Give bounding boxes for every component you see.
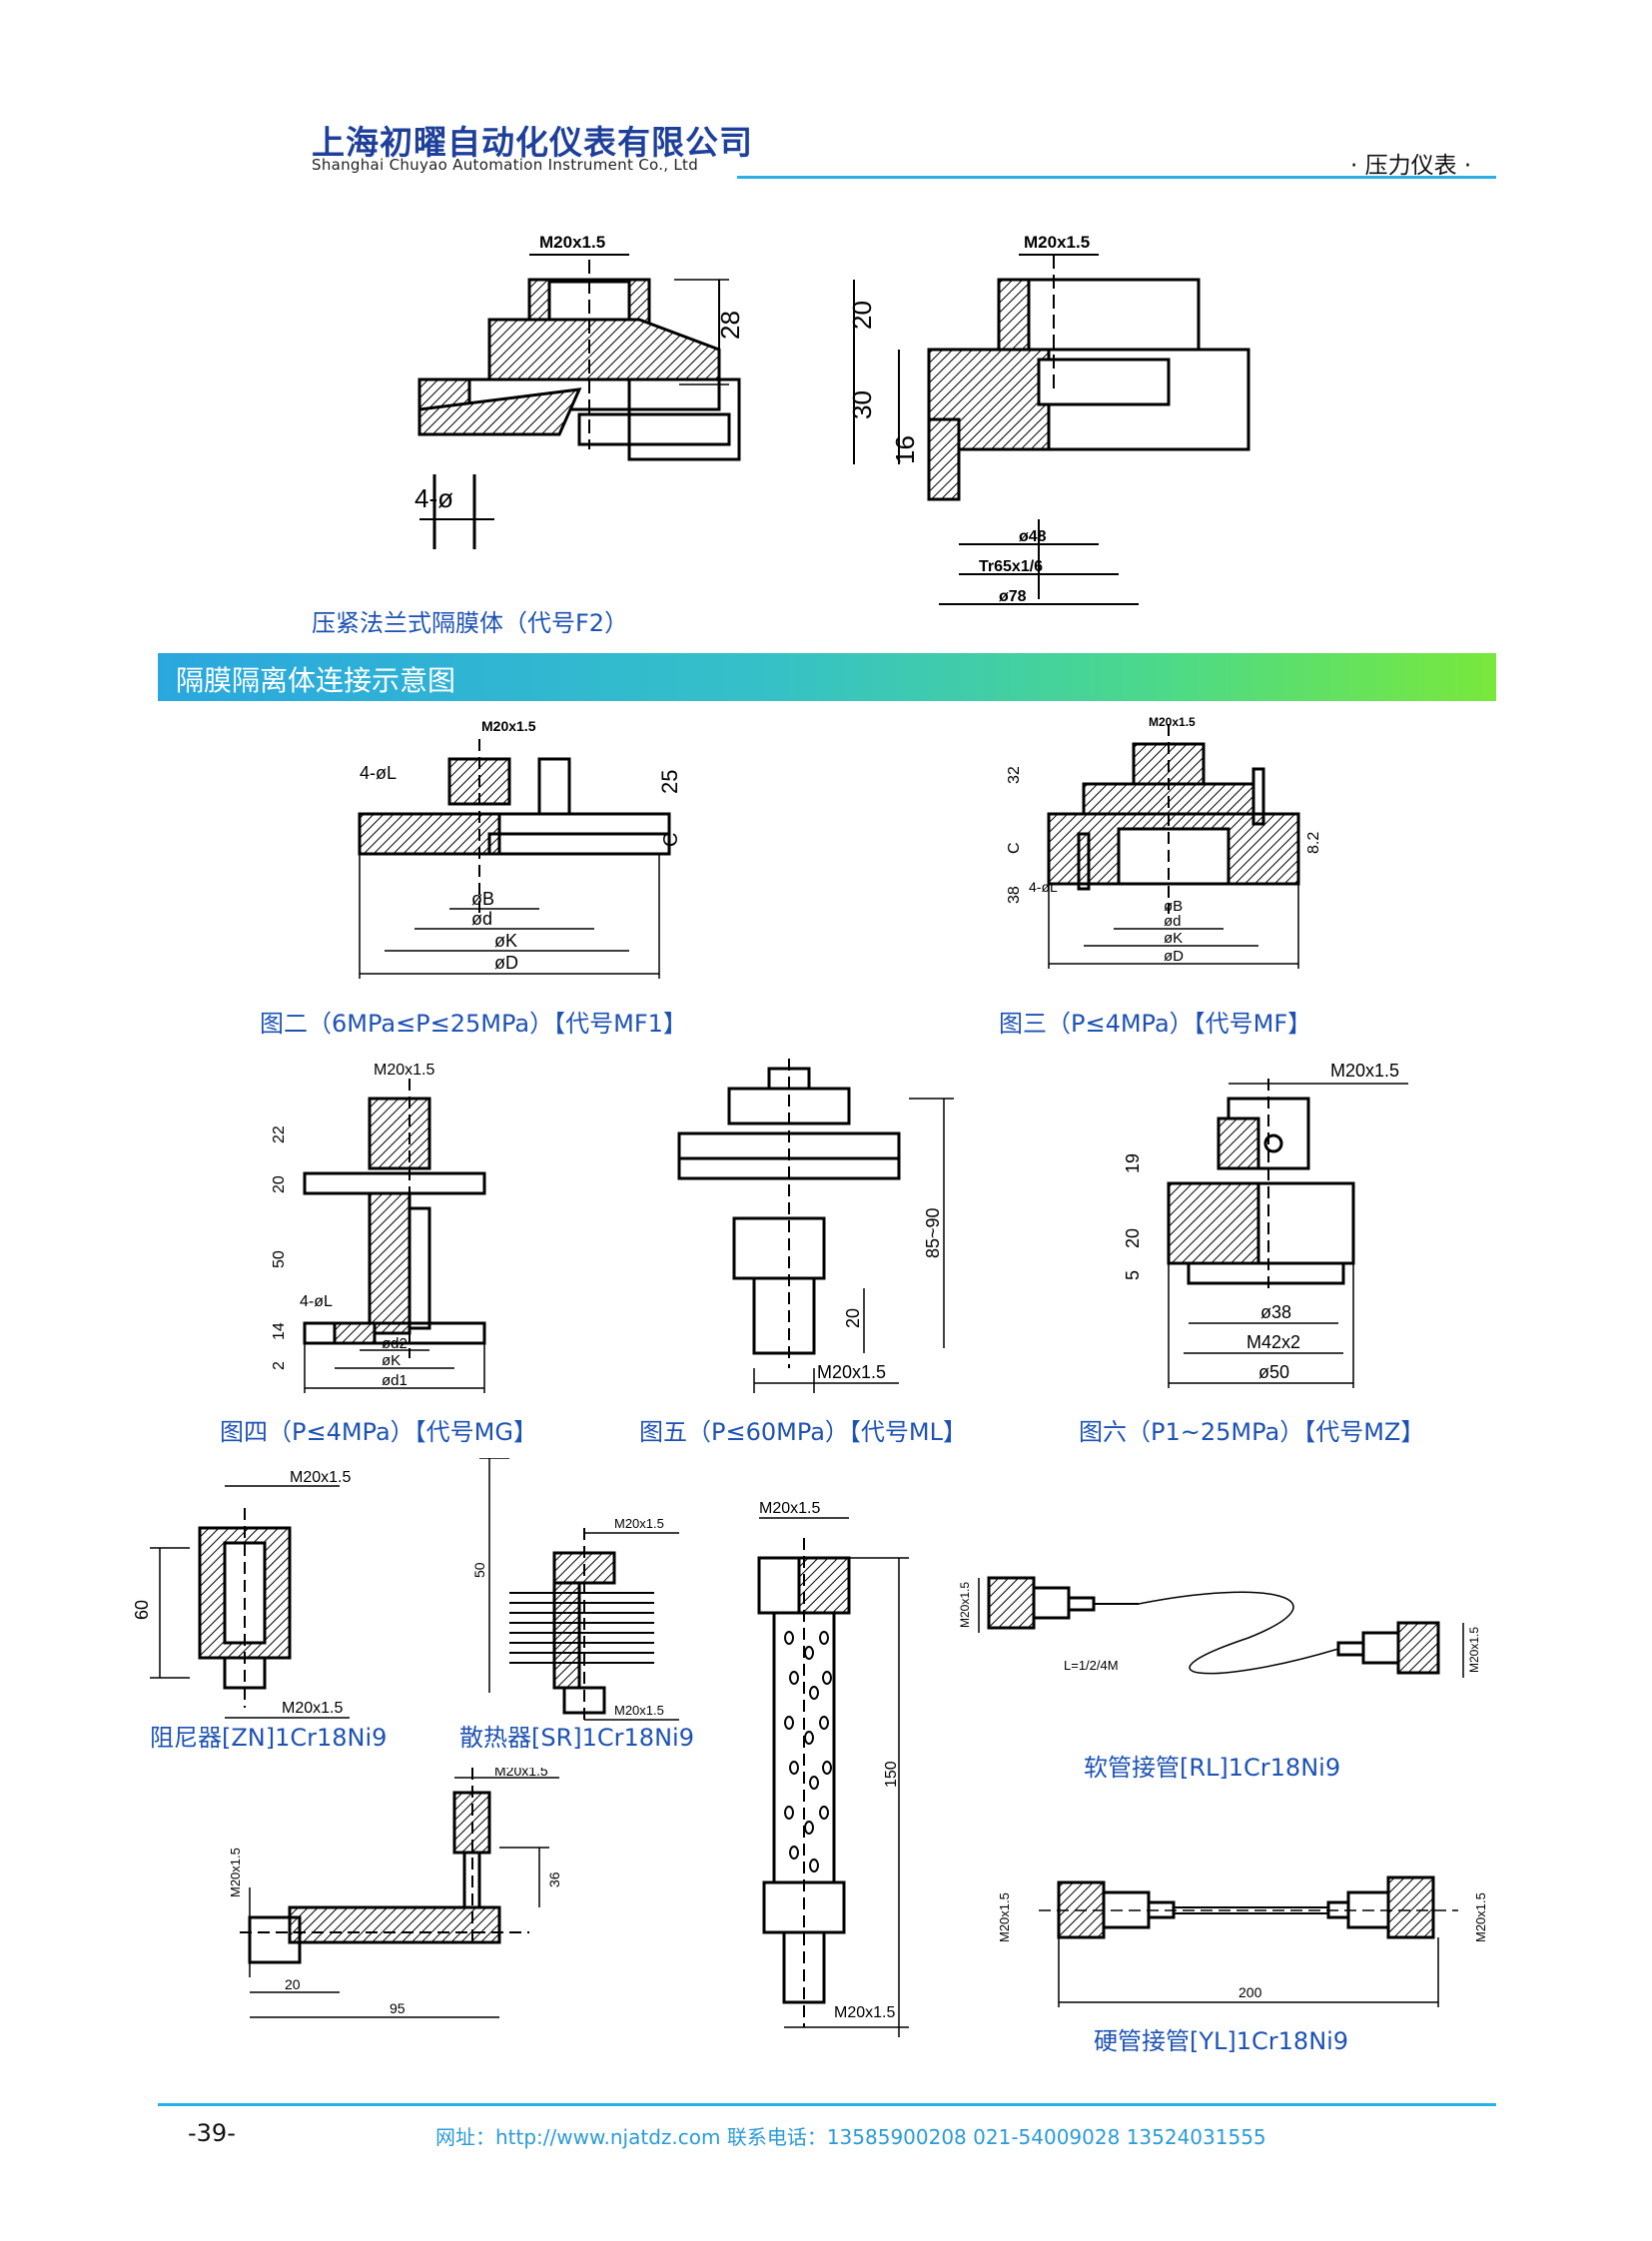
dim-50: ø50 (1258, 1362, 1289, 1382)
dim-k: øK (382, 1352, 401, 1369)
caption-fig3: 图三（P≤4MPa）【代号MF】 (999, 1010, 1312, 1038)
fig2-drawing: M20x1.5 4-øL 25 C øB ød øK øD (358, 719, 682, 979)
dim-d: ød (471, 909, 492, 929)
dim-d1: ød1 (382, 1372, 408, 1389)
dim-thread-left: M20x1.5 (230, 1848, 243, 1897)
dim-50: 50 (271, 1250, 288, 1268)
dim-thread: M20x1.5 (614, 1516, 664, 1531)
dim-diameter-78: ø78 (999, 588, 1027, 605)
dim-d: ød (1164, 913, 1182, 930)
dim-thread: M20x1.5 (1330, 1061, 1399, 1081)
caption-fig2: 图二（6MPa≤P≤25MPa）【代号MF1】 (260, 1010, 687, 1038)
fig6-drawing: M20x1.5 19 20 5 ø38 M42x2 ø50 (1123, 1061, 1408, 1388)
dim-b: øB (1164, 898, 1183, 915)
dim-thread: M20x1.5 (539, 233, 605, 252)
dim-height: 28 (715, 311, 745, 340)
dim-b: øB (471, 889, 494, 909)
dim-thread-right: M20x1.5 (1473, 1892, 1488, 1942)
dim-top-height: 20 (847, 301, 877, 330)
dim-38: ø38 (1260, 1302, 1291, 1322)
company-name-en: Shanghai Chuyao Automation Instrument Co… (312, 156, 699, 174)
caption-fig6: 图六（P1~25MPa）【代号MZ】 (1079, 1418, 1425, 1446)
dim-thread: M20x1.5 (374, 1062, 434, 1079)
rigid-connector-drawing: M20x1.5 200 M20x1.5 (997, 1875, 1488, 2007)
caption-damper: 阻尼器[ZN]1Cr18Ni9 (150, 1724, 388, 1752)
dim-thread: M20x1.5 (834, 2004, 895, 2021)
dim-20: 20 (271, 1175, 288, 1193)
long-pipe-drawing: M20x1.5 150 M20x1.5 (757, 1500, 909, 2037)
dim-c: C (1006, 842, 1023, 854)
dim-85-90: 85~90 (923, 1207, 943, 1258)
dim-d-outer: øD (494, 953, 518, 973)
header-category: · 压力仪表 · (1350, 153, 1472, 179)
header-rule (737, 176, 1496, 179)
dim-thread: M20x1.5 (817, 1362, 886, 1382)
dim-thread-left: M20x1.5 (997, 1892, 1012, 1942)
company-name-cn: 上海初曜自动化仪表有限公司 (312, 123, 753, 162)
dim-2: 2 (271, 1361, 288, 1370)
caption-hose: 软管接管[RL]1Cr18Ni9 (1084, 1754, 1341, 1782)
dim-c: C (660, 833, 682, 847)
radiator-drawing: M20x1.5 50 M20x1.5 (471, 1458, 679, 1723)
dim-60: 60 (132, 1600, 152, 1620)
dim-95: 95 (390, 2000, 406, 2016)
dim-14: 14 (271, 1322, 288, 1340)
dim-holes: 4-ø (414, 483, 453, 513)
dim-diameter-48: ø48 (1019, 528, 1047, 545)
section-title: 隔膜隔离体连接示意图 (176, 664, 456, 697)
dim-thread: M20x1.5 (759, 1500, 820, 1517)
dim-20: 20 (843, 1308, 863, 1328)
dim-20: 20 (285, 1976, 301, 1992)
dim-d-outer: øD (1164, 948, 1184, 965)
dim-thread-left: M20x1.5 (958, 1582, 972, 1628)
dim-k: øK (494, 931, 517, 951)
dim-mid-height: 30 (847, 390, 877, 419)
flange-diaphragm-drawing: M20x1.5 28 4-ø 20 30 16 M20x1.5 ø48 Tr65… (414, 233, 1250, 605)
caption-f2: 压紧法兰式隔膜体（代号F2） (312, 609, 629, 637)
footer-rule (158, 2103, 1496, 2106)
fig4-drawing: M20x1.5 22 20 50 4-øL 14 2 ød2 øK ød1 (271, 1062, 486, 1393)
footer-contact: 网址：http://www.njatdz.com 联系电话：1358590020… (435, 2125, 1266, 2149)
caption-fig5: 图五（P≤60MPa）【代号ML】 (639, 1418, 968, 1446)
fig5-drawing: 85~90 20 M20x1.5 (677, 1059, 954, 1393)
dim-base-height: 16 (890, 435, 920, 464)
dim-thread: M20x1.5 (481, 719, 536, 734)
dim-38: 38 (1006, 886, 1023, 904)
dim-5: 5 (1123, 1270, 1143, 1280)
dim-m42: M42x2 (1246, 1332, 1300, 1352)
dim-36: 36 (546, 1871, 562, 1887)
fig3-drawing: M20x1.5 32 C 38 4-øL 8.2 øB ød øK øD (1006, 715, 1322, 969)
dim-200: 200 (1239, 1984, 1262, 2000)
dim-25: 25 (657, 770, 682, 794)
dim-32: 32 (1006, 766, 1023, 784)
dim-22: 22 (271, 1125, 288, 1143)
dim-length: L=1/2/4M (1064, 1658, 1119, 1673)
dim-holes: 4-øL (1029, 879, 1058, 895)
caption-rigid: 硬管接管[YL]1Cr18Ni9 (1094, 2027, 1349, 2055)
dim-19: 19 (1123, 1153, 1143, 1173)
page-number: -39- (188, 2119, 236, 2147)
dim-holes: 4-øL (300, 1293, 333, 1310)
dim-150: 150 (883, 1761, 900, 1788)
dim-thread: M20x1.5 (614, 1703, 664, 1718)
dim-thread-tr65: Tr65x1/6 (979, 558, 1043, 575)
section-bar (158, 653, 1496, 701)
hose-connector-drawing: M20x1.5 L=1/2/4M M20x1.5 (958, 1576, 1481, 1678)
elbow-drawing: M20x1.5 M20x1.5 36 20 95 (230, 1768, 562, 2018)
dim-k: øK (1164, 930, 1183, 947)
dim-thread: M20x1.5 (290, 1469, 351, 1486)
dim-8-2: 8.2 (1305, 832, 1322, 854)
damper-drawing: M20x1.5 60 M20x1.5 (132, 1469, 351, 1719)
dim-20: 20 (1123, 1228, 1143, 1248)
caption-fig4: 图四（P≤4MPa）【代号MG】 (220, 1418, 537, 1446)
dim-thread: M20x1.5 (1024, 233, 1090, 252)
dim-d2: ød2 (382, 1335, 408, 1352)
dim-50: 50 (471, 1562, 487, 1578)
dim-thread-right: M20x1.5 (1467, 1627, 1481, 1673)
dim-thread-top: M20x1.5 (494, 1768, 548, 1779)
dim-thread: M20x1.5 (1149, 715, 1196, 729)
dim-thread: M20x1.5 (282, 1700, 343, 1717)
caption-radiator: 散热器[SR]1Cr18Ni9 (459, 1724, 694, 1752)
dim-holes: 4-øL (360, 763, 397, 783)
